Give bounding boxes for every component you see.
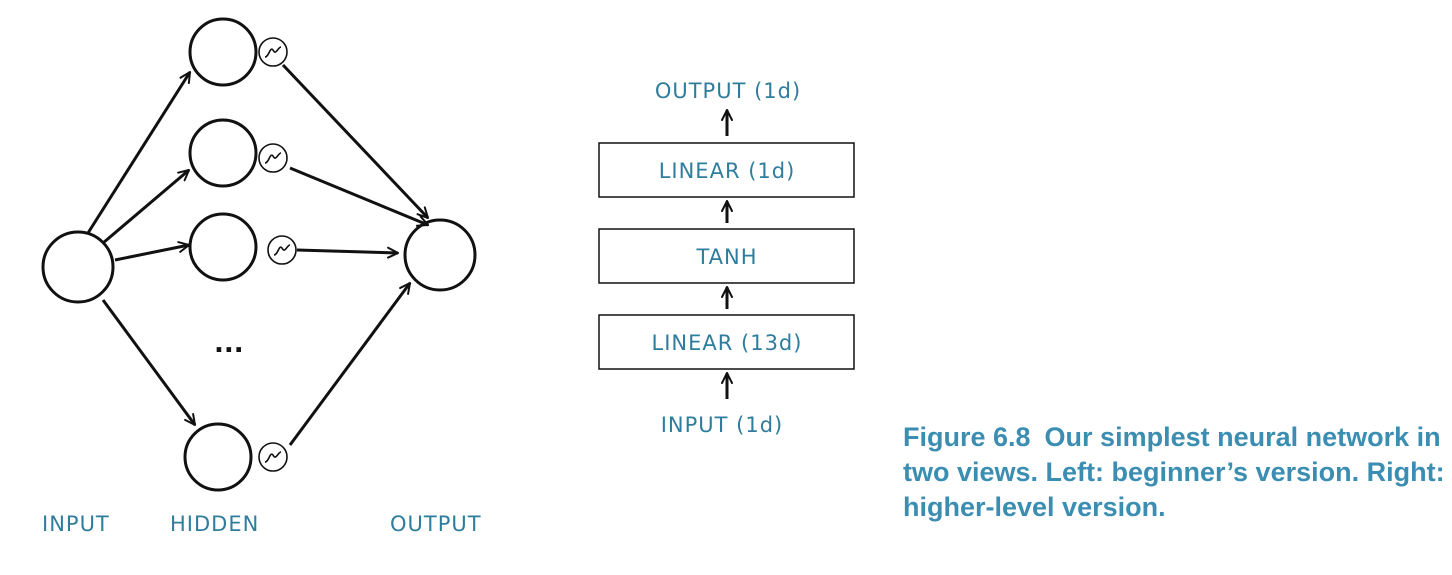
edge-hidden-output-1 [281, 63, 428, 218]
left-view [41, 17, 477, 492]
hidden-node-4 [183, 422, 253, 492]
linear-1d-block [598, 142, 855, 198]
hidden-node-3 [188, 212, 258, 282]
edge-hidden-output-2 [289, 166, 428, 225]
tanh-icon [258, 143, 288, 173]
tanh-icon [258, 442, 288, 472]
linear-13d-label: LINEAR (13d) [652, 331, 803, 355]
output-node [403, 218, 477, 292]
linear-1d-label: LINEAR (1d) [659, 159, 796, 183]
hidden-node-1 [188, 17, 258, 87]
caption-text: Our simplest neural network in two views… [903, 422, 1445, 522]
edge-input-hidden-1 [86, 72, 192, 234]
edge-input-hidden-4 [101, 299, 195, 425]
edge-hidden-output-4 [288, 283, 410, 446]
figure-number: Figure 6.8 [903, 422, 1031, 452]
edge-input-hidden-2 [102, 170, 189, 245]
edge-hidden-output-3 [296, 250, 398, 253]
tanh-icon [258, 37, 288, 67]
input-layer-label: INPUT [42, 512, 110, 536]
tanh-label: TANH [695, 245, 757, 269]
right-view: OUTPUT (1d) LINEAR (1d) TANH LINEAR (13d… [598, 79, 855, 437]
linear-13d-block [598, 314, 855, 370]
stack-input-label: INPUT (1d) [661, 413, 784, 437]
output-layer-label: OUTPUT [390, 512, 482, 536]
hidden-layer-label: HIDDEN [170, 512, 259, 536]
activation-icons [258, 37, 297, 472]
edge-input-hidden-3 [114, 245, 189, 262]
stack-output-label: OUTPUT (1d) [655, 79, 801, 103]
tanh-icon [267, 235, 297, 265]
hidden-ellipsis: ... [214, 329, 244, 359]
input-node [41, 230, 115, 304]
hidden-node-2 [188, 118, 258, 188]
tanh-block [598, 228, 855, 284]
